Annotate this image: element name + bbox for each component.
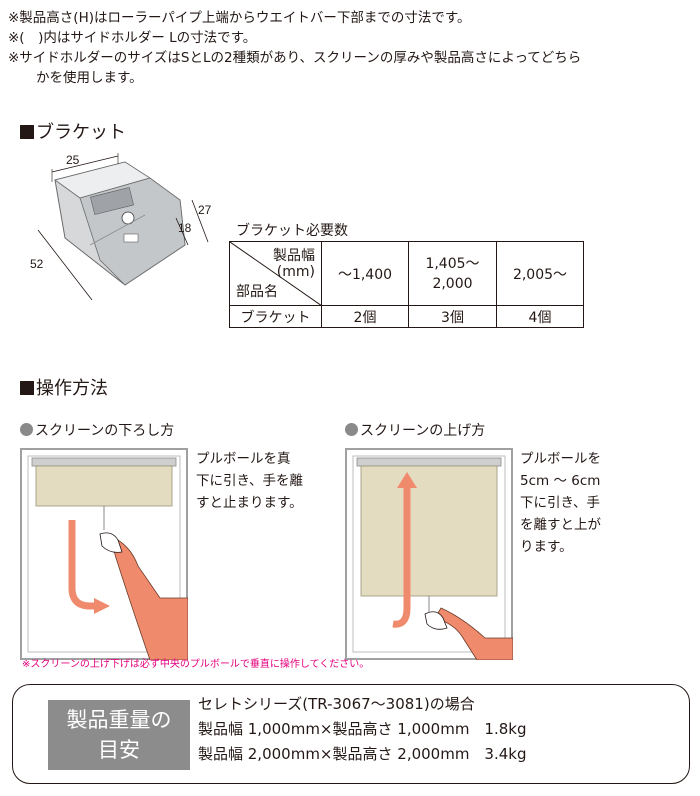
dim-height-outer: 27 bbox=[198, 203, 212, 217]
raise-heading-text: スクリーンの上げ方 bbox=[360, 423, 486, 439]
circle-bullet-icon bbox=[345, 423, 358, 436]
raise-line-5: ります。 bbox=[520, 539, 573, 555]
note-height: ※製品高さ(H)はローラーパイプ上端からウエイトバー下部までの寸法です。 bbox=[8, 10, 471, 26]
weight-label-line-2: 目安 bbox=[98, 738, 140, 762]
raise-heading: スクリーンの上げ方 bbox=[345, 422, 485, 440]
circle-bullet-icon bbox=[20, 423, 33, 436]
weight-details: セレトシリーズ(TR-3067～3081)の場合 製品幅 1,000mm×製品高… bbox=[198, 692, 527, 767]
range-col-2-bot: 2,000 bbox=[432, 275, 473, 292]
diagonal-line bbox=[230, 242, 322, 306]
lower-heading-text: スクリーンの下ろし方 bbox=[35, 423, 175, 439]
note-holder-size: ※サイドホルダーのサイズはSとLの2種類があり、スクリーンの厚みや製品高さによっ… bbox=[8, 50, 582, 66]
raise-illustration bbox=[345, 448, 513, 660]
bracket-illustration: 25 27 18 52 bbox=[30, 153, 212, 301]
square-bullet-icon bbox=[20, 125, 34, 139]
range-col-2-top: 1,405～ bbox=[425, 255, 480, 272]
lower-instructions: プルボールを真 下に引き、手を離 すと止まります。 bbox=[196, 448, 303, 514]
notes-block: ※製品高さ(H)はローラーパイプ上端からウエイトバー下部までの寸法です。 ※( … bbox=[8, 8, 694, 88]
range-col-3: 2,005～ bbox=[496, 241, 584, 306]
lower-line-2: 下に引き、手を離 bbox=[196, 473, 304, 489]
weight-row-2: 製品幅 2,000mm×製品高さ 2,000mm 3.4kg bbox=[198, 745, 527, 763]
operation-footnote: ※スクリーンの上げ下げは必ず中央のプルボールで垂直に操作してください。 bbox=[22, 659, 370, 670]
lower-line-1: プルボールを真 bbox=[196, 451, 291, 467]
weight-row-1: 製品幅 1,000mm×製品高さ 1,000mm 1.8kg bbox=[198, 720, 527, 738]
lower-heading: スクリーンの下ろし方 bbox=[20, 422, 174, 440]
requirements-table: 製品幅 (mm) 部品名 ～1,400 1,405～ 2,000 2,005～ … bbox=[229, 241, 584, 328]
bracket-heading-text: ブラケット bbox=[36, 122, 126, 143]
weight-series: セレトシリーズ(TR-3067～3081)の場合 bbox=[198, 695, 475, 713]
lower-line-3: すと止まります。 bbox=[196, 495, 303, 511]
raise-line-2: 5cm ～ 6cm bbox=[520, 473, 601, 489]
raise-instructions: プルボールを 5cm ～ 6cm 下に引き、手 を離すと上が ります。 bbox=[520, 448, 601, 558]
header-unit-label: (mm) bbox=[276, 264, 315, 280]
raise-line-3: 下に引き、手 bbox=[520, 495, 601, 511]
header-diagonal-cell: 製品幅 (mm) 部品名 bbox=[229, 241, 322, 306]
header-part-label: 部品名 bbox=[236, 284, 278, 300]
requirements-title: ブラケット必要数 bbox=[236, 223, 348, 239]
dim-depth: 52 bbox=[30, 257, 44, 271]
dim-width: 25 bbox=[66, 153, 80, 167]
raise-line-4: を離すと上が bbox=[520, 517, 601, 533]
weight-label-line-1: 製品重量の bbox=[66, 708, 172, 732]
row-label-bracket: ブラケット bbox=[229, 305, 322, 328]
count-col-2: 3個 bbox=[408, 305, 497, 328]
range-col-2: 1,405～ 2,000 bbox=[408, 241, 497, 306]
lower-illustration bbox=[20, 448, 188, 660]
raise-line-1: プルボールを bbox=[520, 451, 601, 467]
bracket-heading: ブラケット bbox=[20, 122, 126, 144]
range-col-1: ～1,400 bbox=[321, 241, 409, 306]
square-bullet-icon bbox=[20, 381, 34, 395]
weight-label: 製品重量の 目安 bbox=[48, 700, 190, 770]
operation-heading: 操作方法 bbox=[20, 378, 108, 400]
note-holder-size-cont: かを使用します。 bbox=[36, 70, 143, 86]
weight-box bbox=[12, 684, 690, 784]
note-holder-l: ※( )内はサイドホルダー Lの寸法です。 bbox=[8, 30, 257, 46]
count-col-1: 2個 bbox=[321, 305, 409, 328]
count-col-3: 4個 bbox=[496, 305, 584, 328]
dim-height-inner: 18 bbox=[178, 221, 192, 235]
header-width-label: 製品幅 bbox=[273, 248, 315, 264]
operation-heading-text: 操作方法 bbox=[36, 378, 108, 399]
